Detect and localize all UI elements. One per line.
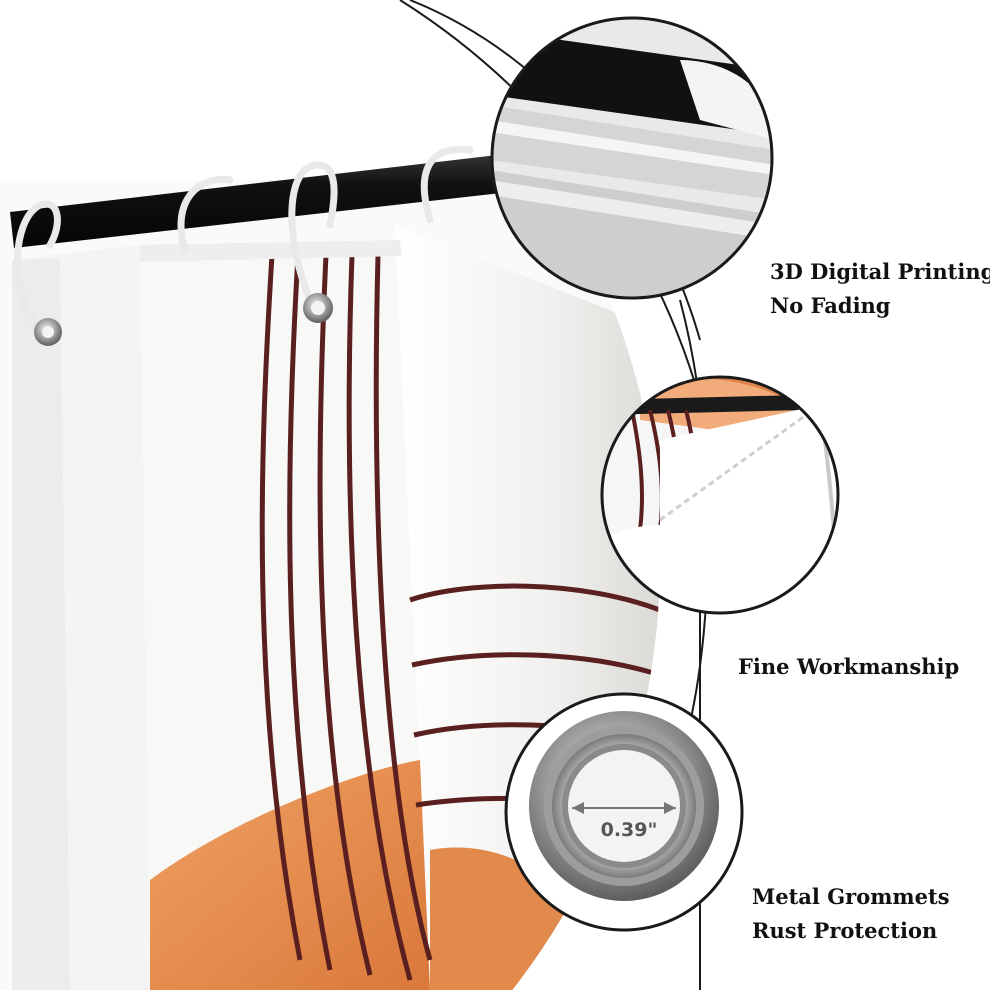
curtain-hem: [140, 240, 402, 262]
zoom-grommet-detail: 0.39": [504, 692, 744, 932]
feature-workmanship-caption: Fine Workmanship: [738, 650, 959, 684]
zoom-printing-detail: [490, 16, 774, 300]
zoom-workmanship-detail: [600, 375, 840, 615]
feature-printing-line-2: No Fading: [770, 293, 891, 318]
grommet-hole: [568, 750, 680, 862]
feature-printing-caption: 3D Digital Printing No Fading: [770, 255, 990, 323]
feature-grommets-line-2: Rust Protection: [752, 918, 938, 943]
curtain-grommets: [34, 293, 333, 346]
curtain-rod: [10, 150, 545, 248]
curtain-hooks: [14, 145, 474, 334]
feature-printing-line-1: 3D Digital Printing: [770, 259, 990, 284]
feature-workmanship-line-1: Fine Workmanship: [738, 654, 960, 679]
feature-grommets-caption: Metal Grommets Rust Protection: [752, 880, 950, 948]
maroon-stripes: [259, 254, 433, 981]
grommet-diameter-label: 0.39": [601, 819, 658, 841]
feature-grommets-line-1: Metal Grommets: [752, 884, 950, 909]
